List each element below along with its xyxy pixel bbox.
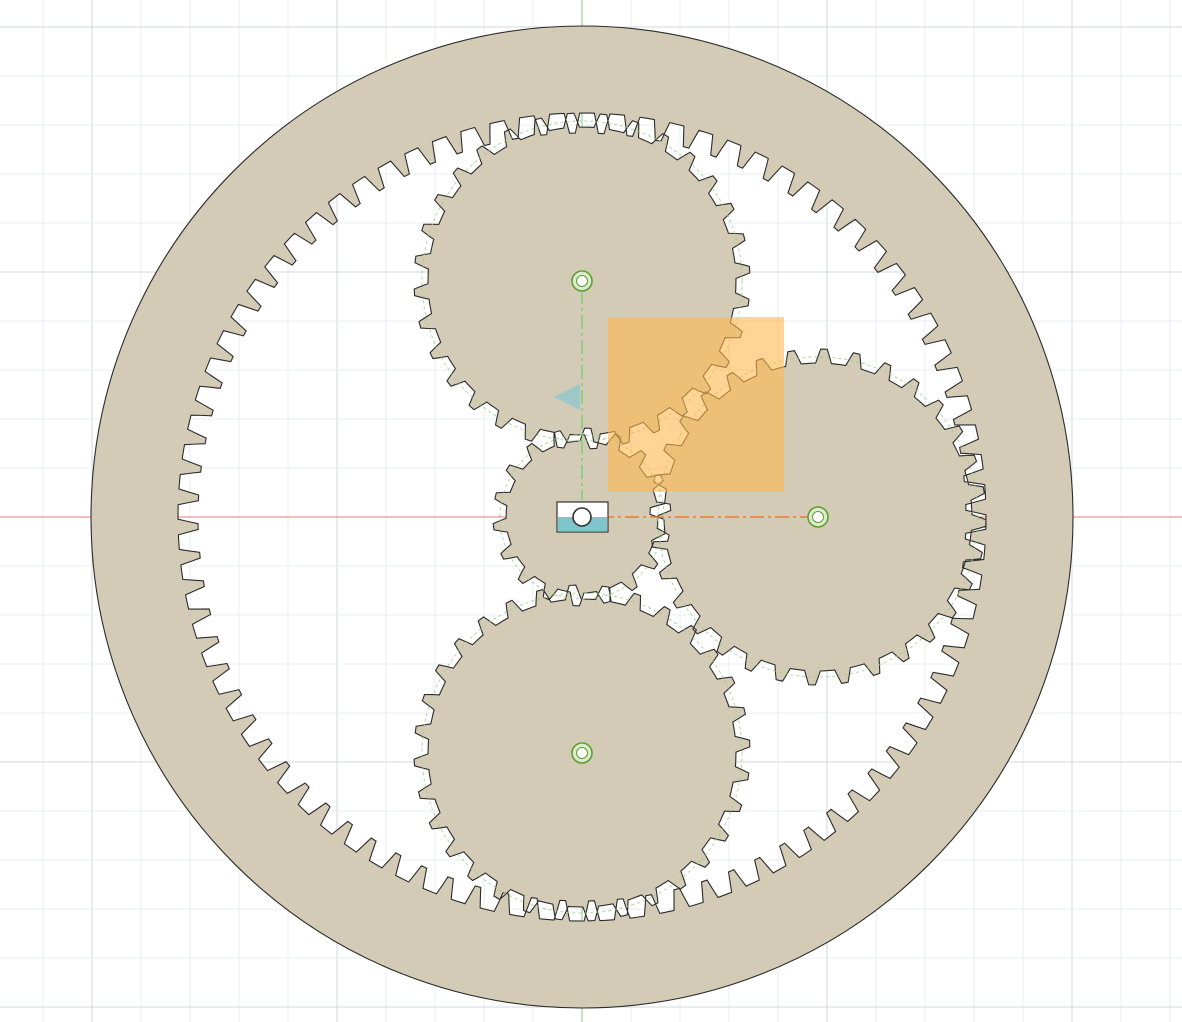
origin-icon[interactable] [556,501,609,533]
center-point-icon [812,511,824,523]
planet-pitch-circle [421,120,743,442]
gear-center-points [571,270,829,764]
center-point-icon [576,747,588,759]
triad-arrow-icon[interactable] [554,384,580,410]
center-point-icon [576,275,588,287]
dimension-lines [581,290,812,518]
selection-highlight [608,317,784,492]
planet-pitch-circle [421,592,743,914]
origin-point [572,507,592,527]
planet-pitch-circle [657,356,979,678]
